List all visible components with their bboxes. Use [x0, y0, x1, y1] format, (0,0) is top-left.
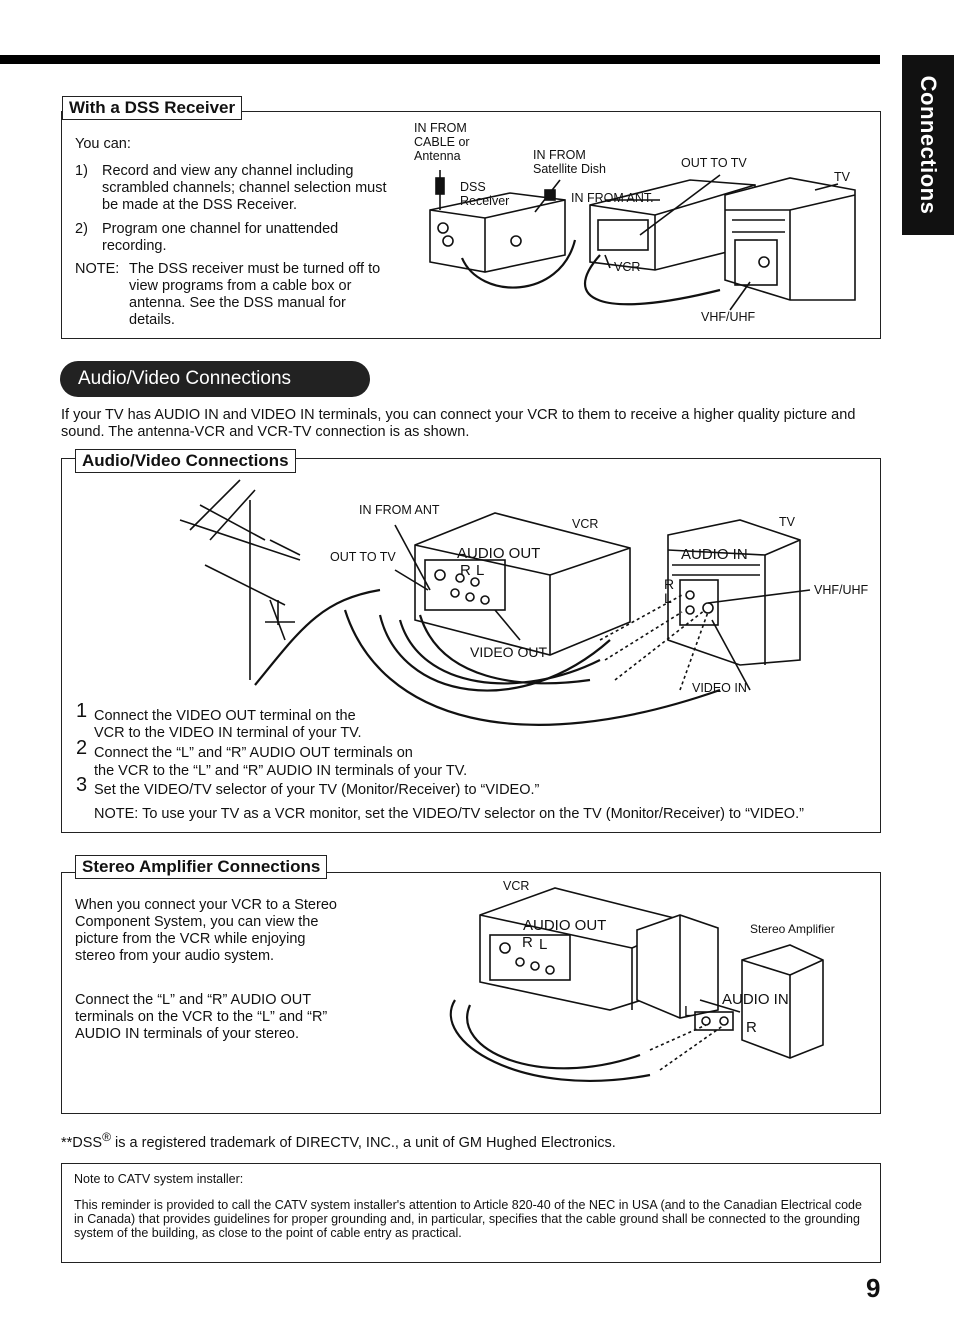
av-label-vcr: VCR — [572, 517, 599, 531]
dss-note-text: The DSS receiver must be turned off to v… — [129, 261, 381, 328]
stereo-label-vcr-r: R — [522, 934, 533, 951]
dss-label-in-from-cable: IN FROM CABLE or Antenna — [414, 121, 470, 163]
av-label-out-to-tv: OUT TO TV — [330, 550, 396, 564]
page-number: 9 — [866, 1273, 881, 1303]
stereo-section-title: Stereo Amplifier Connections — [75, 855, 328, 879]
dss-note-label: NOTE: — [75, 261, 120, 277]
av-note: NOTE: To use your TV as a VCR monitor, s… — [94, 806, 804, 822]
dss-label-dss-receiver: DSS Receiver — [460, 180, 510, 208]
av-box-title: Audio/Video Connections — [75, 449, 296, 473]
trademark-prefix: **DSS — [61, 1134, 103, 1151]
av-section-box — [61, 458, 881, 833]
av-label-tv-l: L — [664, 590, 672, 606]
stereo-label-amp-l: L — [684, 1003, 693, 1020]
trademark-text: is a registered trademark of DIRECTV, IN… — [111, 1134, 616, 1151]
av-step2-num: 2 — [76, 737, 88, 759]
dss-label-vcr: VCR — [614, 260, 641, 274]
trademark-line: **DSS® is a registered trademark of DIRE… — [61, 1129, 616, 1152]
av-step1-line2: VCR to the VIDEO IN terminal of your TV. — [94, 725, 362, 741]
stereo-para1: When you connect your VCR to a Stereo Co… — [75, 897, 337, 964]
dss-section-box — [61, 111, 881, 339]
stereo-label-audio-out: AUDIO OUT — [523, 917, 607, 934]
av-label-audio-out: AUDIO OUT — [457, 545, 541, 562]
av-step3-line1: Set the VIDEO/TV selector of your TV (Mo… — [94, 782, 540, 798]
dss-label-in-from-dish: IN FROM Satellite Dish — [533, 148, 606, 176]
dss-label-vhf-uhf: VHF/UHF — [701, 310, 756, 324]
av-step3-num: 3 — [76, 774, 88, 796]
av-step1-num: 1 — [76, 700, 88, 722]
stereo-label-amp-r: R — [746, 1019, 757, 1036]
top-rule — [0, 55, 880, 64]
av-label-vcr-l: L — [476, 562, 485, 579]
av-section-banner: Audio/Video Connections — [60, 361, 370, 397]
stereo-label-vcr: VCR — [503, 879, 530, 893]
stereo-label-amplifier: Stereo Amplifier — [750, 922, 835, 936]
stereo-label-audio-in: AUDIO IN — [722, 991, 789, 1008]
dss-item1-text: Record and view any channel including sc… — [102, 163, 387, 213]
dss-item2-text: Program one channel for unattended recor… — [102, 221, 339, 254]
dss-item1-num: 1) — [75, 163, 88, 179]
av-label-vcr-r: R — [460, 562, 471, 579]
dss-item2-num: 2) — [75, 221, 88, 237]
section-side-tab: Connections — [902, 55, 954, 235]
stereo-label-vcr-l: L — [539, 936, 548, 953]
dss-label-out-to-tv: OUT TO TV — [681, 156, 747, 170]
trademark-reg-symbol: ® — [102, 1130, 112, 1144]
av-label-video-out: VIDEO OUT — [470, 644, 548, 660]
av-label-tv-r: R — [664, 576, 675, 592]
av-label-audio-in: AUDIO IN — [681, 546, 748, 563]
dss-label-tv: TV — [834, 170, 850, 184]
stereo-section-box — [61, 872, 881, 1114]
av-step2-line2: the VCR to the “L” and “R” AUDIO IN term… — [94, 763, 468, 779]
stereo-para2: Connect the “L” and “R” AUDIO OUT termin… — [75, 992, 328, 1042]
av-label-vhf-uhf: VHF/UHF — [814, 583, 869, 597]
dss-intro: You can: — [75, 136, 131, 152]
av-label-tv: TV — [779, 515, 795, 529]
av-label-in-from-ant: IN FROM ANT — [359, 503, 440, 517]
catv-note-box — [61, 1163, 881, 1263]
dss-label-in-from-ant: IN FROM ANT. — [571, 191, 654, 205]
av-intro: If your TV has AUDIO IN and VIDEO IN ter… — [61, 407, 856, 440]
dss-section-title: With a DSS Receiver — [62, 96, 243, 120]
catv-note-title: Note to CATV system installer: — [74, 1172, 244, 1186]
av-step2-line1: Connect the “L” and “R” AUDIO OUT termin… — [94, 745, 413, 761]
catv-note-text: This reminder is provided to call the CA… — [74, 1198, 862, 1240]
av-label-video-in: VIDEO IN — [692, 681, 747, 695]
av-step1-line1: Connect the VIDEO OUT terminal on the — [94, 708, 356, 724]
